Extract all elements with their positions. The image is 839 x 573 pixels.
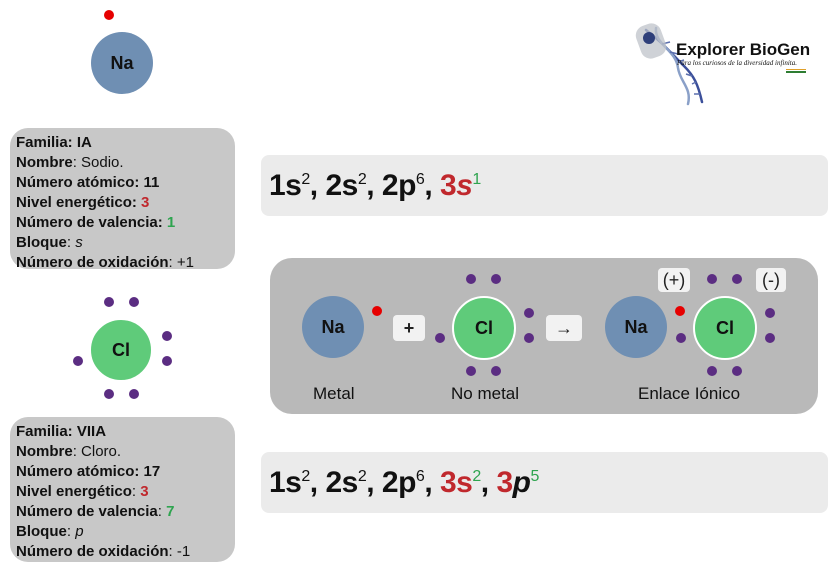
product-cl-electron: [732, 274, 742, 284]
cl-electron: [162, 356, 172, 366]
logo-flag-stripes: [786, 69, 806, 73]
cl-electron: [104, 389, 114, 399]
sodium-valencia-row: Número de valencia: 1: [16, 214, 176, 231]
reactant-cl-electron: [435, 333, 445, 343]
chlorine-valencia-row: Número de valencia: 7: [16, 503, 175, 520]
sodium-atom: Na: [91, 32, 153, 94]
product-cl-electron: [765, 333, 775, 343]
positive-charge-label: (+): [658, 268, 690, 292]
label-nonmetal: No metal: [451, 384, 520, 403]
dna-helix-icon: [635, 23, 704, 106]
sodium-oxidacion-row: Número de oxidación: +1: [16, 254, 194, 271]
sodium-info-card: Familia: IA Nombre: Sodio. Número atómic…: [10, 128, 235, 271]
reactant-cl-electron: [524, 308, 534, 318]
label-metal: Metal: [313, 384, 355, 403]
reactant-cl-electron: [491, 274, 501, 284]
cl-electron: [129, 297, 139, 307]
chlorine-familia-row: Familia: VIIA: [16, 423, 107, 440]
logo-subtitle: Para los curiosos de la diversidad infin…: [677, 59, 797, 67]
product-cl-electron: [707, 274, 717, 284]
cl-electron: [129, 389, 139, 399]
reaction-arrow: →: [546, 315, 582, 341]
sodium-bloque-row: Bloque: s: [16, 234, 83, 251]
transferred-electron: [675, 306, 685, 316]
plus-sign: +: [393, 315, 425, 341]
product-cl-electron: [732, 366, 742, 376]
cl-electron: [162, 331, 172, 341]
negative-charge-label: (-): [756, 268, 786, 292]
chlorine-oxidacion-row: Número de oxidación: -1: [16, 543, 191, 560]
product-chlorine-ion: Cl: [693, 296, 757, 360]
chlorine-nombre-row: Nombre: Cloro.: [16, 443, 122, 460]
reactant-cl-electron: [466, 274, 476, 284]
chlorine-bloque-row: Bloque: p: [16, 523, 84, 540]
chlorine-numero-row: Número atómico: 17: [16, 463, 161, 480]
sodium-numero-row: Número atómico: 11: [16, 174, 160, 191]
chlorine-atom: Cl: [89, 318, 153, 382]
sodium-electron-configuration: 1s2, 2s2, 2p6, 3s1: [261, 155, 828, 216]
label-ionic-bond: Enlace Iónico: [638, 384, 741, 403]
cl-electron: [73, 356, 83, 366]
reactant-sodium-atom: Na: [302, 296, 364, 358]
reactant-cl-electron: [466, 366, 476, 376]
reactant-chlorine-atom: Cl: [452, 296, 516, 360]
na-valence-electron: [104, 10, 114, 20]
cl-electron: [104, 297, 114, 307]
chlorine-symbol: Cl: [112, 339, 130, 360]
chlorine-nivel-row: Nivel energético: 3: [16, 483, 149, 500]
product-cl-electron: [765, 308, 775, 318]
reactant-cl-electron: [491, 366, 501, 376]
sodium-symbol: Na: [110, 52, 134, 73]
product-sodium-ion: Na: [605, 296, 667, 358]
product-cl-electron: [707, 366, 717, 376]
chlorine-electron-configuration: 1s2, 2s2, 2p6, 3s2, 3p5: [261, 452, 828, 513]
chlorine-info-card: Familia: VIIA Nombre: Cloro. Número atóm…: [10, 417, 235, 562]
product-cl-electron: [676, 333, 686, 343]
sodium-familia-row: Familia: IA: [16, 134, 92, 151]
logo-title: Explorer BioGen: [676, 40, 811, 59]
reactant-cl-electron: [524, 333, 534, 343]
reactant-na-valence-electron: [372, 306, 382, 316]
sodium-nombre-row: Nombre: Sodio.: [16, 154, 124, 171]
sodium-nivel-row: Nivel energético: 3: [16, 194, 150, 211]
